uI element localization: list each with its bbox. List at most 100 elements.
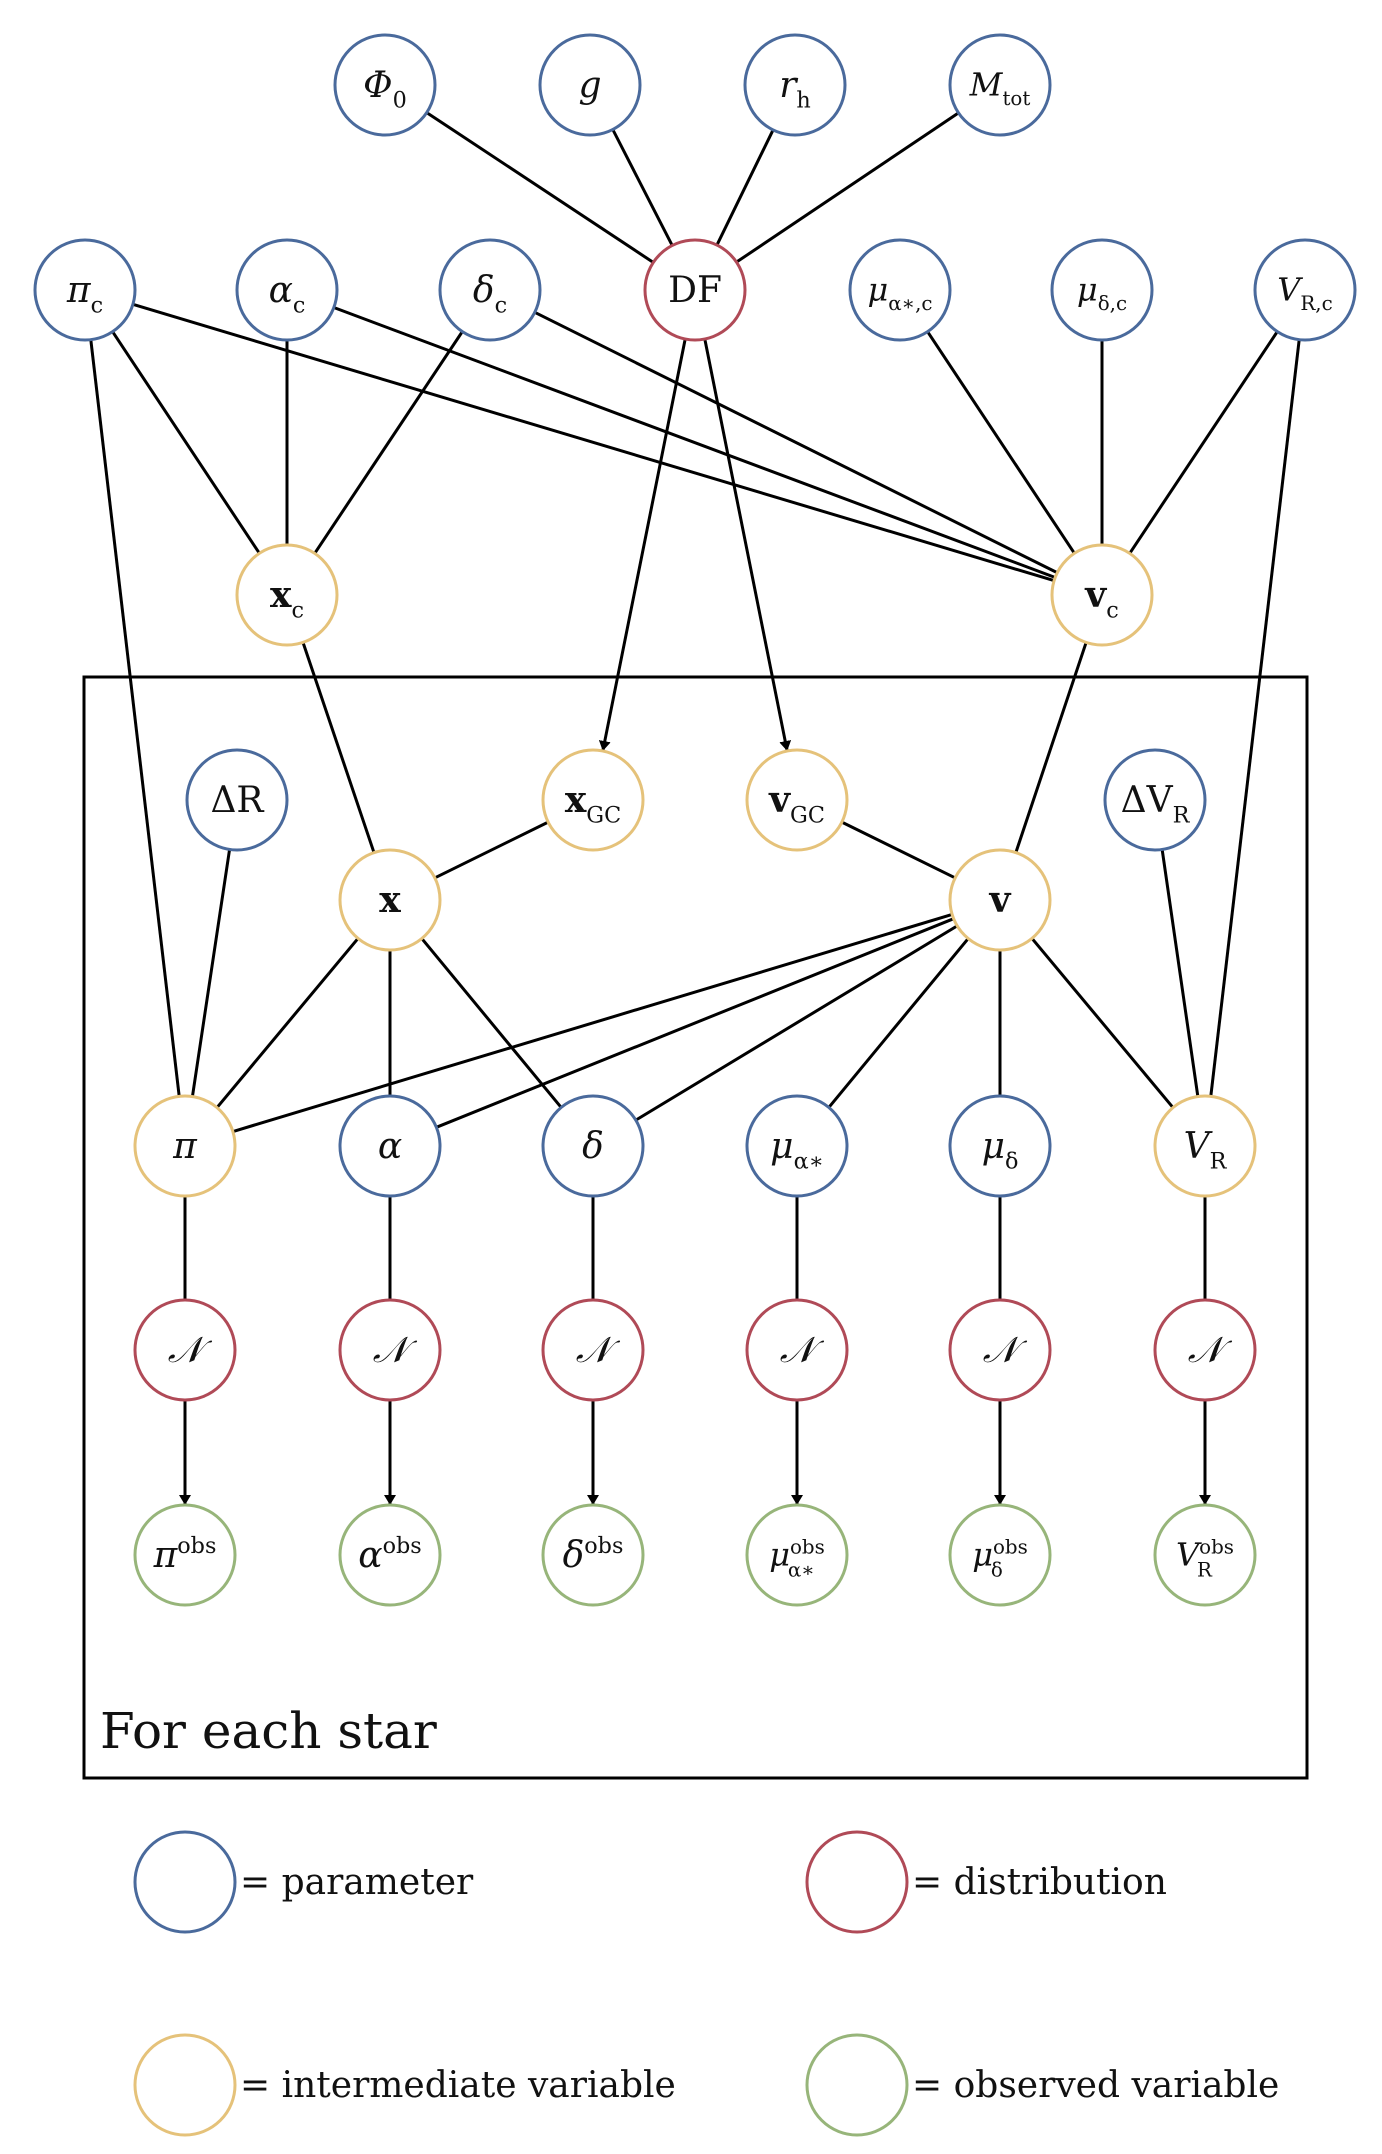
star-plate [82, 675, 1309, 1780]
parameter-node-circle [1103, 748, 1207, 852]
parameter-node-circle [333, 33, 437, 137]
observed-node-circle [1153, 1503, 1257, 1607]
edge-deltac-to-xc [314, 330, 464, 554]
edge-xc-to-x [301, 641, 376, 853]
node-label-mud: μδ [982, 1126, 1019, 1175]
node-n6: 𝒩 [1153, 1298, 1257, 1402]
edge-muac-to-vc [926, 330, 1076, 554]
edge-v-to-pi [233, 913, 953, 1133]
parameter-node-circle [235, 238, 339, 342]
intermediate-node-circle [541, 748, 645, 852]
intermediate-node-circle [338, 848, 442, 952]
node-n1: 𝒩 [133, 1298, 237, 1402]
parameter-node-circle [745, 1094, 849, 1198]
node-label-dVR: ΔVR [1121, 780, 1191, 829]
intermediate-node-circle [235, 543, 339, 647]
node-label-xc: xc [270, 574, 304, 624]
edges-layer [89, 111, 1301, 1505]
observed-node-circle [948, 1503, 1052, 1607]
node-label-alpha: α [378, 1126, 402, 1167]
legend-item-parameter: = parameter [133, 1830, 474, 1934]
intermediate-node-circle [745, 748, 849, 852]
node-mua: μα∗ [745, 1094, 849, 1198]
node-label-deltaobs: δobs [563, 1533, 624, 1576]
distribution-node-circle [948, 1298, 1052, 1402]
node-phi0: Φ0 [333, 33, 437, 137]
edge-vrc-to-vr [1209, 339, 1301, 1096]
node-n5: 𝒩 [948, 1298, 1052, 1402]
node-alphac: αc [235, 238, 339, 342]
legend-label-observed: = observed variable [912, 2065, 1279, 2106]
node-label-df: DF [668, 270, 722, 311]
intermediate-node-circle [1153, 1094, 1257, 1198]
node-label-v: v [989, 879, 1012, 921]
node-label-g: g [578, 65, 601, 106]
node-g: g [538, 33, 642, 137]
distribution-node-circle [745, 1298, 849, 1402]
node-df: DF [643, 238, 747, 342]
edge-dR-to-pi [191, 849, 232, 1096]
node-label-vrc: VR,c [1277, 271, 1332, 316]
observed-node-circle [541, 1503, 645, 1607]
node-rh: rh [743, 33, 847, 137]
distribution-node-circle [1153, 1298, 1257, 1402]
parameter-node-circle [541, 1094, 645, 1198]
legend-item-distribution: = distribution [805, 1830, 1167, 1934]
node-piobs: πobs [133, 1503, 237, 1607]
legend-swatch-observed [805, 2033, 909, 2137]
node-deltac: δc [438, 238, 542, 342]
edge-v-to-delta [635, 924, 958, 1121]
node-pi: π [133, 1094, 237, 1198]
edge-vrc-to-vc [1129, 330, 1279, 554]
node-mudc: μδ,c [1050, 238, 1154, 342]
node-label-rh: rh [779, 65, 811, 114]
edge-phi0-to-df [425, 111, 654, 264]
node-vc: vc [1050, 543, 1154, 647]
node-label-vr: VR [1184, 1126, 1228, 1175]
intermediate-node-circle [133, 1094, 237, 1198]
edge-v-to-vr [1030, 937, 1174, 1108]
edge-alphac-to-vc [333, 306, 1055, 579]
legend-item-intermediate: = intermediate variable [133, 2033, 676, 2137]
node-vgc: vGC [745, 748, 849, 852]
node-vrc: VR,c [1253, 238, 1357, 342]
edge-x-to-delta [420, 937, 562, 1108]
node-label-deltac: δc [473, 270, 507, 319]
parameter-node-circle [1253, 238, 1357, 342]
observed-node-circle [338, 1503, 442, 1607]
node-vr: VR [1153, 1094, 1257, 1198]
parameter-node-circle [185, 748, 289, 852]
node-label-dR: ΔR [210, 780, 264, 821]
node-alpha: α [338, 1094, 442, 1198]
legend-swatch-intermediate [133, 2033, 237, 2137]
legend-label-distribution: = distribution [912, 1862, 1167, 1903]
edge-pic-to-xc [111, 330, 261, 554]
node-mtot: Mtot [948, 33, 1052, 137]
distribution-node-circle [338, 1298, 442, 1402]
edge-deltac-to-vc [534, 310, 1058, 574]
observed-node-circle [745, 1503, 849, 1607]
edge-g-to-df [611, 128, 674, 246]
node-n3: 𝒩 [541, 1298, 645, 1402]
node-n2: 𝒩 [338, 1298, 442, 1402]
node-n4: 𝒩 [745, 1298, 849, 1402]
legend: = parameter = distribution = intermediate … [133, 1830, 1279, 2137]
node-label-delta: δ [582, 1126, 604, 1167]
node-x: x [338, 848, 442, 952]
node-label-vc: vc [1084, 574, 1118, 624]
edge-x-to-pi [216, 937, 360, 1108]
parameter-node-circle [438, 238, 542, 342]
edge-vc-to-v [1014, 641, 1088, 853]
parameter-node-circle [538, 33, 642, 137]
node-deltaobs: δobs [541, 1503, 645, 1607]
node-label-pic: πc [66, 270, 103, 319]
edge-xgc-to-x [435, 820, 549, 879]
parameter-node-circle [743, 33, 847, 137]
legend-swatch-distribution [805, 1830, 909, 1934]
node-xc: xc [235, 543, 339, 647]
parameter-node-circle [948, 33, 1052, 137]
edge-rh-to-df [716, 129, 775, 245]
